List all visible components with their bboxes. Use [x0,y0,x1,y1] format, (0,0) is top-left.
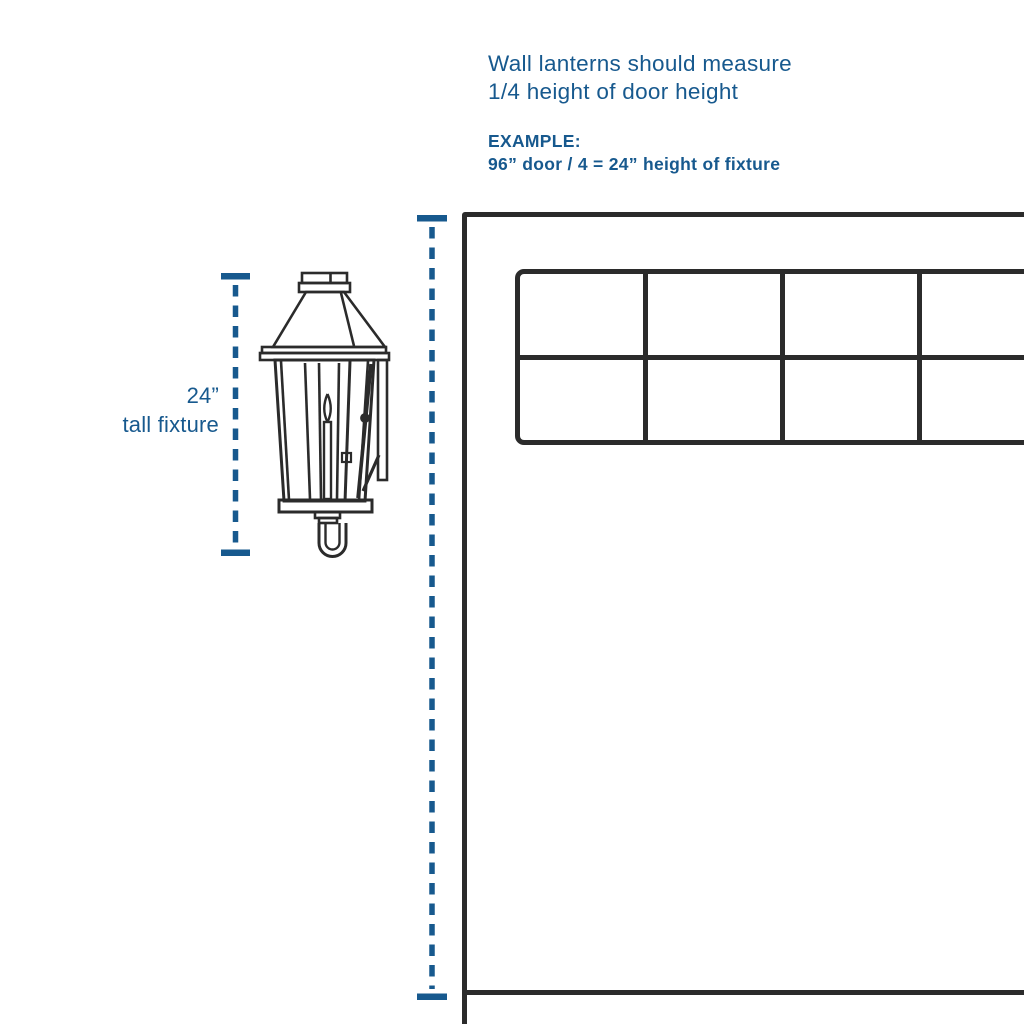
window-grid-column-divider [780,271,785,443]
garage-door-illustration [462,212,1024,995]
lantern-flame [323,393,332,425]
window-grid-row-divider [518,354,1024,360]
dimension-cap-bottom [417,993,447,1000]
lantern-finial-base [297,281,352,294]
lantern-door-knob [360,413,370,423]
fixture-dimension-line [221,273,250,556]
window-grid-column-divider [917,271,922,443]
door-dimension-line [417,215,447,1000]
dimension-cap-top [221,273,250,280]
example-formula: 96” door / 4 = 24” height of fixture [488,153,781,174]
fixture-dimension-value: 24” [186,383,219,408]
example-block: EXAMPLE: 96” door / 4 = 24” height of fi… [488,130,780,175]
wall-lantern-illustration [258,271,391,558]
lantern-wall-plate [376,358,389,482]
fixture-dimension-label: 24” tall fixture [122,381,219,439]
guide-heading-line2: 1/4 height of door height [488,78,739,104]
dimension-cap-bottom [221,549,250,556]
lantern-door-latch [340,451,353,464]
guide-heading: Wall lanterns should measure 1/4 height … [488,50,792,105]
guide-heading-line1: Wall lanterns should measure [488,51,792,76]
lantern-candle [322,420,333,501]
lantern-open-door [356,363,373,499]
dimension-cap-top [417,215,447,222]
lantern-bracket-hook [317,523,348,558]
door-window-grid [515,269,1024,445]
example-label: EXAMPLE: [488,131,581,151]
lantern-roof [270,290,388,349]
lantern-mullion [303,362,312,500]
lantern-finial-top [300,271,349,285]
fixture-dimension-caption: tall fixture [122,412,219,437]
window-grid-column-divider [643,271,648,443]
